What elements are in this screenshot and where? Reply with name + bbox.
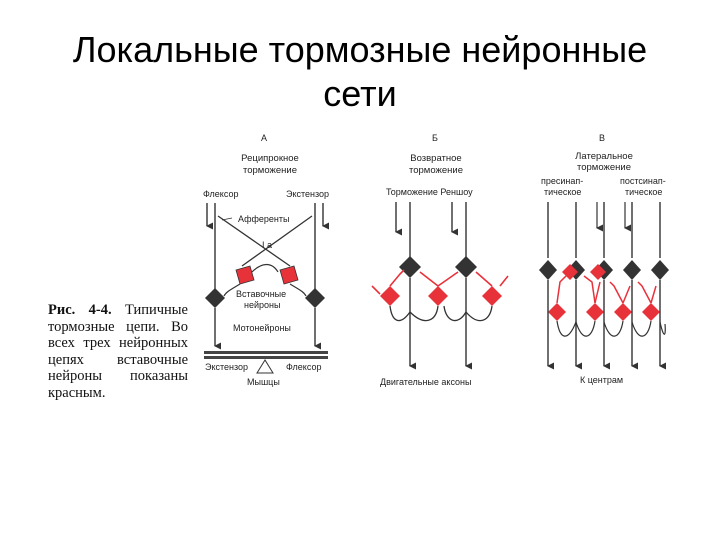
collateral-2: [409, 305, 439, 322]
lateral-red-link-6: [637, 281, 652, 304]
motoneurons-label: Мотонейроны: [233, 323, 291, 333]
muscle-bar-1: [204, 351, 328, 354]
lateral-red-link-3: [594, 281, 601, 304]
afferents-label: Афференты: [238, 214, 290, 224]
panel-c-title-line2: торможение: [577, 162, 631, 173]
extensor-top-label: Экстензор: [286, 189, 329, 199]
panel-b-letter: Б: [432, 133, 438, 143]
collateral-4: [465, 305, 493, 322]
lateral-neuron-4: [623, 260, 641, 280]
lateral-interneuron-6: [642, 303, 660, 321]
postsynaptic-label-line2: тическое: [625, 187, 662, 197]
panel-b: Б Возвратное торможение Торможение Реншо…: [371, 133, 509, 387]
motoneuron-b-right: [455, 256, 477, 278]
renshaw-red-link-2: [419, 271, 439, 287]
renshaw-red-link-4: [475, 271, 493, 287]
lateral-interneuron-4: [586, 303, 604, 321]
renshaw-label: Торможение Реншоу: [386, 187, 473, 197]
slide-title: Локальные тормозные нейронные сети: [0, 28, 720, 116]
muscle-bar-2: [204, 356, 328, 359]
lateral-interneuron-5: [614, 303, 632, 321]
lateral-red-link-7: [650, 285, 657, 304]
lateral-loop-5: [659, 321, 666, 335]
lateral-loop-4: [631, 320, 652, 337]
panel-a-title-line2: торможение: [243, 165, 297, 176]
motoneuron-b-left: [399, 256, 421, 278]
figure-caption-text: Типичные тормозные цепи. Во всех трех не…: [48, 302, 188, 401]
afferent-cross-1: [217, 215, 291, 267]
figure-caption: Рис. 4-4. Типичные тормозные цепи. Во вс…: [48, 302, 188, 401]
renshaw-cell-3: [482, 286, 502, 306]
interneuron-a-left: [235, 265, 255, 285]
lateral-loop-2: [575, 320, 596, 337]
lateral-loop-3: [603, 320, 624, 337]
lateral-loop-1: [556, 320, 577, 337]
motoneuron-a-right: [305, 288, 325, 308]
interneuron-synapse-arc: [251, 263, 279, 273]
afferent-cross-2: [241, 215, 313, 267]
fulcrum-triangle: [256, 359, 274, 374]
ia-label: I а: [262, 240, 272, 250]
interneuron-a-right: [279, 265, 299, 285]
presynaptic-label-line1: пресинап-: [541, 176, 583, 186]
afferents-pointer: [221, 217, 233, 221]
flexor-top-label: Флексор: [203, 189, 238, 199]
panel-c: В Латеральное торможение пресинап- тичес…: [539, 133, 669, 385]
muscles-label: Мышцы: [247, 377, 280, 387]
lateral-interneuron-2: [590, 264, 606, 280]
renshaw-cell-2: [428, 286, 448, 306]
collateral-1: [389, 305, 411, 322]
panel-a-title-line1: Реципрокное: [241, 153, 299, 164]
panel-b-title-line1: Возвратное: [410, 153, 461, 164]
to-centers-label: К центрам: [580, 375, 623, 385]
postsynaptic-label-line1: постсинап-: [620, 176, 666, 186]
flexor-bottom-label: Флексор: [286, 362, 321, 372]
interneurons-label-line2: нейроны: [244, 300, 280, 310]
lateral-red-link-2: [583, 275, 596, 304]
motoneuron-a-left: [205, 288, 225, 308]
panel-c-letter: В: [599, 133, 605, 143]
renshaw-cell-1: [380, 286, 400, 306]
lateral-red-link-4: [609, 281, 624, 304]
inhibit-right-connection: [289, 283, 307, 297]
lateral-red-link-1: [556, 275, 567, 304]
lateral-neuron-5: [651, 260, 669, 280]
slide-title-line2: сети: [323, 73, 397, 114]
interneurons-label-line1: Вставочные: [236, 289, 286, 299]
extensor-bottom-label: Экстензор: [205, 362, 248, 372]
panel-b-title-line2: торможение: [409, 165, 463, 176]
panel-a-letter: А: [261, 133, 267, 143]
renshaw-red-link-3: [437, 271, 459, 287]
lateral-red-link-5: [622, 285, 631, 304]
collateral-3: [443, 305, 467, 322]
lateral-interneuron-3: [548, 303, 566, 321]
figure-label: Рис. 4-4.: [48, 302, 112, 318]
panel-c-title-line1: Латеральное: [575, 151, 633, 162]
inhibit-left-connection: [223, 283, 241, 297]
lateral-neuron-1: [539, 260, 557, 280]
presynaptic-label-line2: тическое: [544, 187, 581, 197]
renshaw-red-link-6: [499, 275, 509, 287]
slide-title-line1: Локальные тормозные нейронные: [72, 29, 648, 70]
motor-axons-label: Двигательные аксоны: [380, 377, 472, 387]
renshaw-red-link-5: [371, 285, 381, 295]
panel-a: А Реципрокное торможение Флексор Экстенз…: [203, 133, 329, 387]
renshaw-red-link-1: [389, 269, 405, 287]
